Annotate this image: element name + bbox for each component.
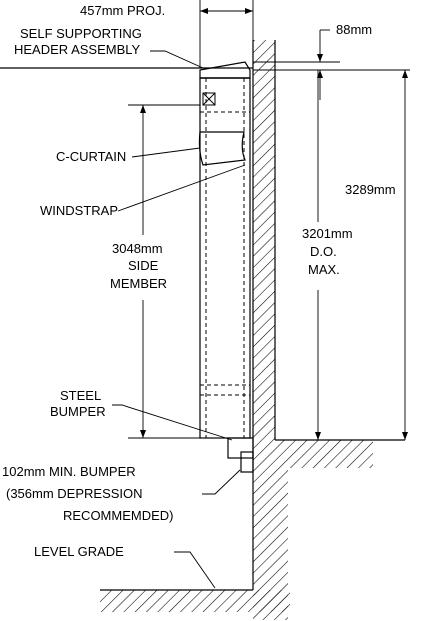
level-grade-callout: LEVEL GRADE [34,544,216,589]
steel-bumper [227,437,254,473]
level-grade-leader [174,551,216,589]
header-label-line1: SELF SUPPORTING [20,26,142,41]
overall-arrow-top [402,70,408,78]
side-member-dimension: 3048mm SIDE MEMBER [110,104,228,439]
header-gap-label: 88mm [336,22,372,37]
header-assembly [0,61,253,79]
overall-height-dimension: 3289mm [345,70,408,440]
steel-bumper-leader [112,404,233,441]
bumper-note-leader [202,469,241,495]
fastener-x-2 [202,92,216,106]
grade-hatch [100,590,290,612]
c-curtain-leader [131,147,201,158]
header-gap-dimension: 88mm [253,22,410,100]
proj-arrow-left [200,8,208,14]
side-member-label-line1: 3048mm [112,241,163,256]
bumper-note-line2: (356mm DEPRESSION [6,486,143,501]
side-member-label-line2: SIDE [128,258,159,273]
bumper-note-callout: 102mm MIN. BUMPER (356mm DEPRESSION RECO… [2,464,241,523]
bumper-plate [240,451,254,473]
header-leader [150,50,204,69]
door-opening-label-line3: MAX. [308,262,340,277]
overall-arrow-bottom [402,432,408,440]
projection-label: 457mm PROJ. [80,3,165,18]
bumper-note-line1: 102mm MIN. BUMPER [2,464,136,479]
door-opening-label-line2: D.O. [310,244,337,259]
steel-bumper-label-line1: STEEL [60,388,101,403]
fastener-box [202,92,216,106]
dock-floor-hatch [288,440,373,468]
door-opening-dimension: 3201mm D.O. MAX. [302,70,353,440]
steel-bumper-label-line2: BUMPER [50,404,106,419]
door-opening-label-line1: 3201mm [302,226,353,241]
level-grade-label: LEVEL GRADE [34,544,124,559]
windstrap-callout: WINDSTRAP [40,164,246,218]
do-arrow-bottom [315,432,321,440]
side-arrow-top [140,105,146,113]
header-label-line2: HEADER ASSEMBLY [14,42,141,57]
building-wall [252,40,405,620]
side-member-label-line3: MEMBER [110,276,167,291]
proj-arrow-right [245,8,253,14]
c-curtain-callout: C-CURTAIN [56,147,201,164]
windstrap-leader [117,164,246,212]
wall-hatch-upper [253,40,275,440]
steel-bumper-callout: STEEL BUMPER [50,388,233,441]
gap-arrow-top [317,54,323,62]
c-curtain-label: C-CURTAIN [56,149,126,164]
windstrap-label: WINDSTRAP [40,203,118,218]
header-bracket [199,61,251,79]
gap-arrow-bottom [317,70,323,78]
projection-dimension: 457mm PROJ. [80,0,254,68]
level-grade-ground [100,589,290,612]
header-assembly-callout: SELF SUPPORTING HEADER ASSEMBLY [14,26,204,69]
bumper-note-line3: RECOMMEMDED) [63,508,174,523]
overall-height-label: 3289mm [345,182,396,197]
c-curtain-shape [198,131,246,166]
side-arrow-bottom [140,430,146,438]
